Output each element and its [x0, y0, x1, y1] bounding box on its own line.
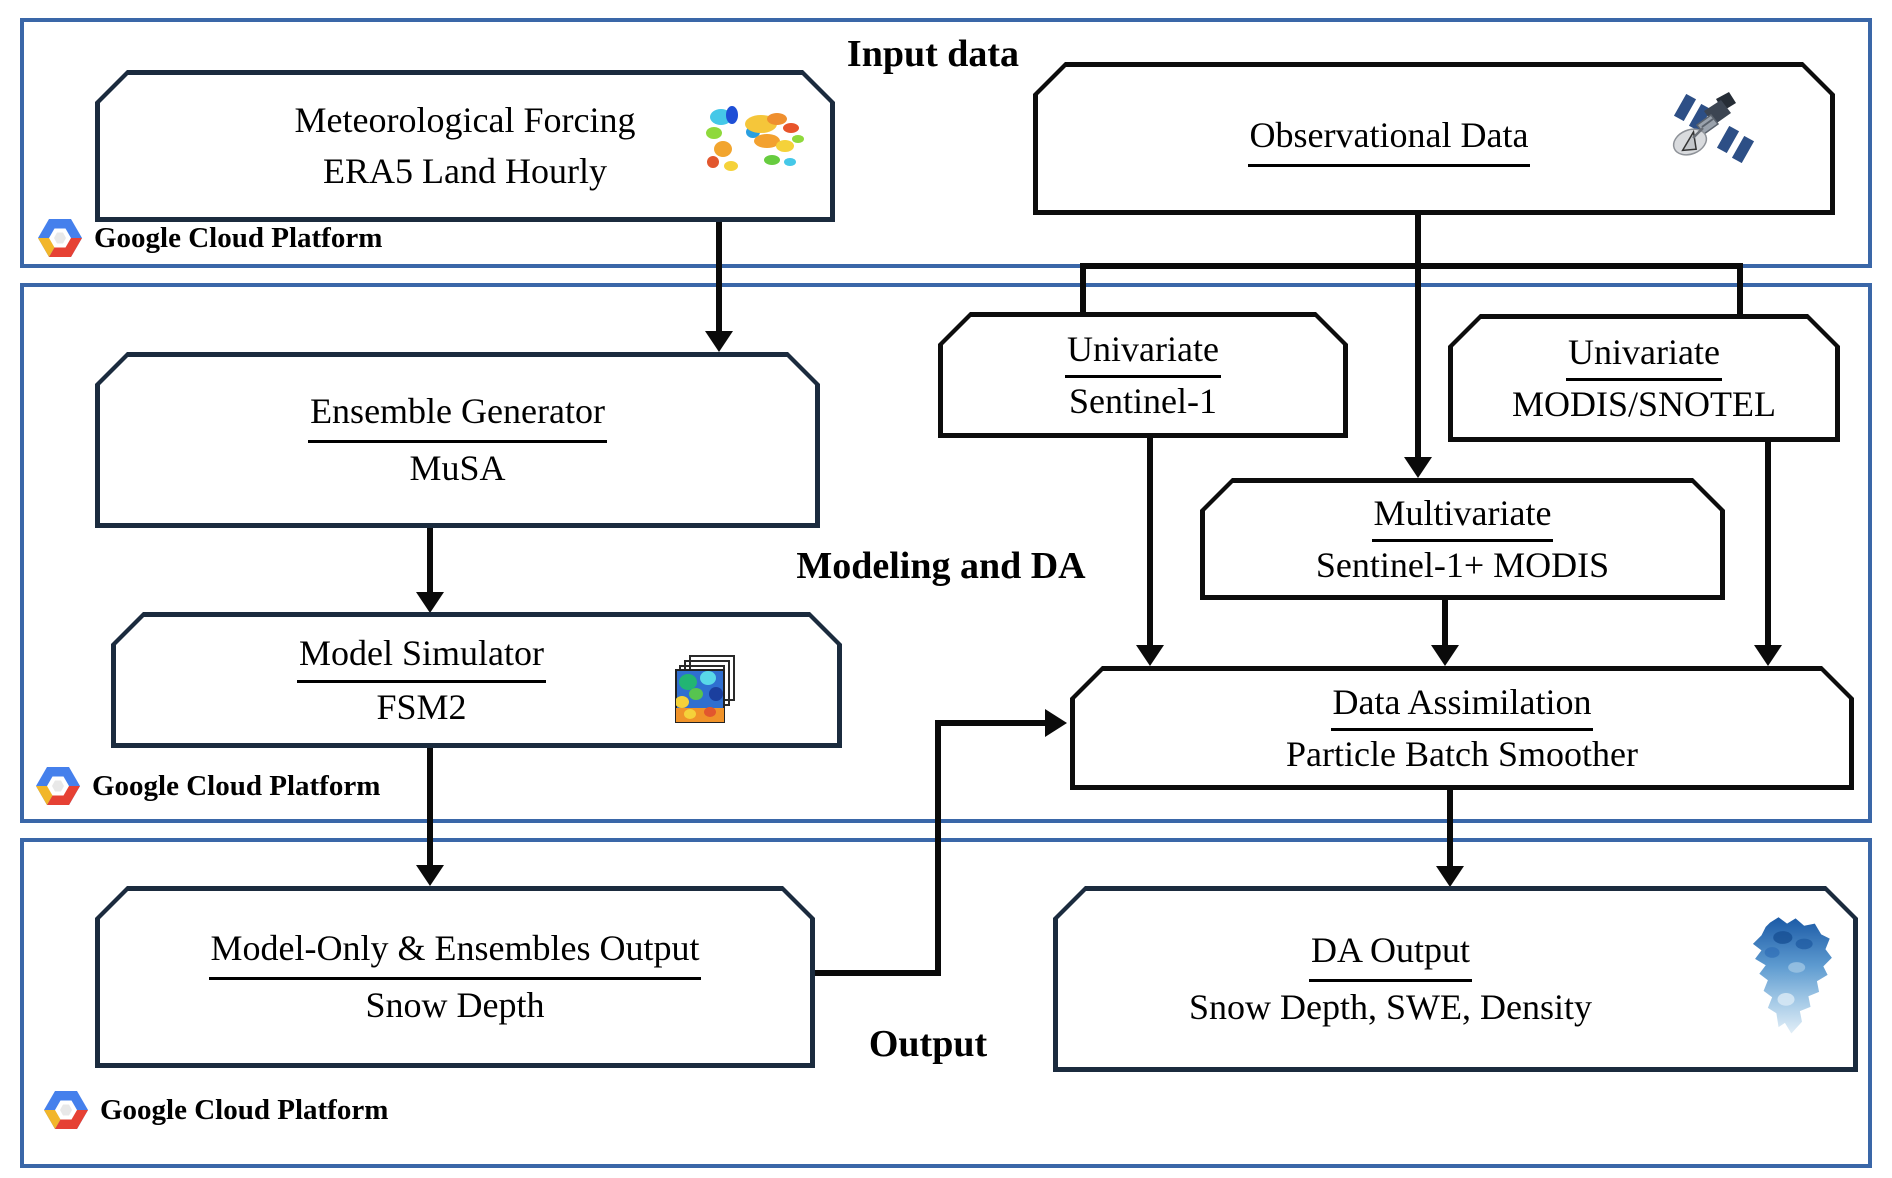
modeling-da-label: Modeling and DA [796, 545, 1086, 587]
node-da-output: DA Output Snow Depth, SWE, Density [1053, 886, 1858, 1072]
gcp-label: Google Cloud Platform [92, 769, 381, 802]
node-univariate-sentinel1: Univariate Sentinel-1 [938, 312, 1348, 438]
met-forcing-title: Meteorological Forcing [294, 99, 636, 140]
gcp-row-modeling: Google Cloud Platform [36, 766, 380, 806]
output-label: Output [868, 1023, 988, 1065]
arrow-ensemble-to-simulator [427, 528, 433, 594]
arrowhead-ensemble-to-simulator [416, 592, 444, 613]
arrowhead-da-to-da-output [1436, 866, 1464, 887]
gcp-hexagon-logo [38, 219, 82, 257]
univariate-sentinel1-subtitle: Sentinel-1 [1069, 380, 1217, 421]
arrow-sentinel1-to-da [1147, 438, 1153, 648]
univariate-modis-snotel-title: Univariate [1566, 329, 1722, 381]
node-model-only-ensembles-output: Model-Only & Ensembles Output Snow Depth [95, 886, 815, 1068]
world-heatmap-icon [706, 106, 804, 171]
gcp-label: Google Cloud Platform [100, 1093, 389, 1126]
section-input-data [20, 18, 1872, 268]
line-model-only-elbow-bottom [813, 970, 941, 976]
arrowhead-obs-to-multivariate [1404, 457, 1432, 478]
data-assimilation-title: Data Assimilation [1331, 679, 1594, 731]
model-simulator-subtitle: FSM2 [376, 686, 467, 727]
gcp-hexagon-logo [44, 1091, 88, 1129]
multivariate-subtitle: Sentinel-1+ MODIS [1315, 544, 1610, 585]
observational-data-title: Observational Data [1248, 110, 1531, 166]
node-observational-data: Observational Data [1033, 62, 1835, 215]
arrowhead-multivariate-to-da [1431, 645, 1459, 666]
arrowhead-model-only-to-da [1045, 709, 1067, 737]
gcp-row-input: Google Cloud Platform [38, 218, 382, 258]
basin-map-icon [1752, 917, 1832, 1034]
model-only-output-subtitle: Snow Depth [365, 984, 545, 1025]
arrow-multivariate-to-da [1442, 600, 1448, 648]
gcp-row-output: Google Cloud Platform [44, 1090, 388, 1130]
met-forcing-subtitle: ERA5 Land Hourly [323, 151, 607, 191]
arrow-modis-snotel-to-da [1765, 442, 1771, 648]
arrowhead-modis-snotel-to-da [1754, 645, 1782, 666]
arrowhead-met-to-ensemble [705, 331, 733, 352]
arrowhead-simulator-to-model-only [416, 865, 444, 886]
line-obs-branch-bar [1080, 263, 1743, 269]
data-cube-icon [675, 655, 735, 723]
ensemble-generator-title: Ensemble Generator [308, 386, 607, 442]
section-modeling-da [20, 283, 1872, 823]
model-simulator-title: Model Simulator [297, 629, 546, 683]
da-output-title: DA Output [1309, 925, 1472, 981]
line-branch-to-modis-snotel [1737, 263, 1743, 317]
satellite-icon [1672, 92, 1756, 165]
da-output-subtitle: Snow Depth, SWE, Density [1189, 986, 1592, 1027]
node-data-assimilation: Data Assimilation Particle Batch Smoothe… [1070, 666, 1854, 790]
univariate-modis-snotel-subtitle: MODIS/SNOTEL [1511, 383, 1776, 424]
arrow-simulator-to-model-only [427, 748, 433, 866]
gcp-hexagon-logo [36, 767, 80, 805]
node-multivariate: Multivariate Sentinel-1+ MODIS [1200, 478, 1725, 600]
line-branch-to-sentinel1 [1080, 263, 1086, 315]
line-model-only-elbow-top [935, 720, 1047, 726]
arrow-da-to-da-output [1447, 790, 1453, 868]
line-obs-stub [1415, 215, 1421, 265]
arrowhead-sentinel1-to-da [1136, 645, 1164, 666]
model-only-output-title: Model-Only & Ensembles Output [209, 923, 702, 979]
node-meteorological-forcing: Meteorological Forcing ERA5 Land Hourly [95, 70, 835, 222]
section-output [20, 838, 1872, 1168]
node-ensemble-generator: Ensemble Generator MuSA [95, 352, 820, 528]
univariate-sentinel1-title: Univariate [1065, 326, 1221, 378]
line-model-only-elbow-vertical [935, 720, 941, 976]
node-univariate-modis-snotel: Univariate MODIS/SNOTEL [1448, 314, 1840, 442]
multivariate-title: Multivariate [1372, 490, 1554, 542]
input-data-label: Input data [846, 33, 1020, 75]
data-assimilation-subtitle: Particle Batch Smoother [1286, 733, 1638, 774]
ensemble-generator-subtitle: MuSA [409, 447, 506, 488]
arrow-obs-to-multivariate [1415, 263, 1421, 459]
gcp-label: Google Cloud Platform [94, 221, 383, 254]
node-model-simulator: Model Simulator FSM2 [111, 612, 842, 748]
arrow-met-to-ensemble [716, 222, 722, 334]
